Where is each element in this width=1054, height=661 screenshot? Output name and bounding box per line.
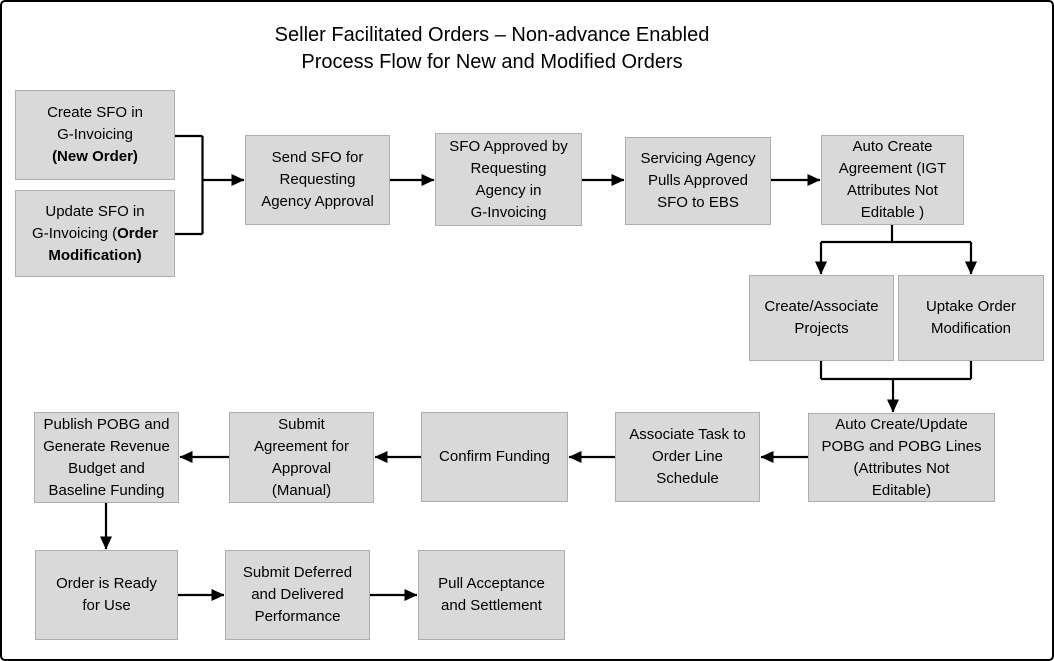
diagram-title-line1: Seller Facilitated Orders – Non-advance … xyxy=(274,24,710,46)
flow-step-order-ready-for-use: Order is Ready for Use xyxy=(35,550,178,640)
flow-step-submit-agreement-approval: Submit Agreement for Approval (Manual) xyxy=(229,412,374,503)
flow-step-label: Update SFO in G-Invoicing (Order Modific… xyxy=(32,202,158,264)
flow-step-label: Submit Deferred and Delivered Performanc… xyxy=(242,564,353,625)
flow-step-label: SFO Approved by Requesting Agency in G-I… xyxy=(449,137,568,221)
flow-step-uptake-order-modification: Uptake Order Modification xyxy=(898,275,1044,361)
flow-step-label: Auto Create/Update POBG and POBG Lines (… xyxy=(821,415,982,499)
flow-step-create-sfo-new-order: Create SFO in G-Invoicing (New Order) xyxy=(15,90,175,180)
flow-step-create-associate-projects: Create/Associate Projects xyxy=(749,275,894,361)
flow-step-publish-pobg-generate-budget: Publish POBG and Generate Revenue Budget… xyxy=(34,412,179,503)
flow-step-label: Pull Acceptance and Settlement xyxy=(438,575,545,614)
flow-step-confirm-funding: Confirm Funding xyxy=(421,412,568,502)
flow-step-auto-create-agreement: Auto Create Agreement (IGT Attributes No… xyxy=(821,135,964,225)
flow-step-label: Create/Associate Projects xyxy=(764,298,879,337)
flow-step-servicing-agency-pulls-sfo: Servicing Agency Pulls Approved SFO to E… xyxy=(625,137,771,225)
flow-step-submit-deferred-delivered: Submit Deferred and Delivered Performanc… xyxy=(225,550,370,640)
flow-step-auto-create-update-pobg: Auto Create/Update POBG and POBG Lines (… xyxy=(808,413,995,502)
flow-step-pull-acceptance-settlement: Pull Acceptance and Settlement xyxy=(418,550,565,640)
diagram-title: Seller Facilitated Orders – Non-advance … xyxy=(2,22,982,76)
flow-step-label: Create SFO in G-Invoicing (New Order) xyxy=(47,104,143,165)
connector-merge-create-update xyxy=(173,134,204,236)
flow-step-label: Submit Agreement for Approval (Manual) xyxy=(253,415,350,499)
flow-step-associate-task-order-line: Associate Task to Order Line Schedule xyxy=(615,412,760,502)
flow-step-label: Auto Create Agreement (IGT Attributes No… xyxy=(838,138,947,221)
flow-step-send-sfo-for-approval: Send SFO for Requesting Agency Approval xyxy=(245,135,390,225)
flow-step-label: Confirm Funding xyxy=(439,448,550,465)
flow-step-label: Servicing Agency Pulls Approved SFO to E… xyxy=(640,150,756,211)
connector-agreement-branch xyxy=(821,225,971,244)
flow-step-sfo-approved-by-agency: SFO Approved by Requesting Agency in G-I… xyxy=(435,133,582,226)
connector-projects-uptake-merge xyxy=(819,361,973,381)
flow-step-label: Publish POBG and Generate Revenue Budget… xyxy=(43,415,170,499)
flow-step-label: Uptake Order Modification xyxy=(925,298,1017,337)
flow-step-label: Associate Task to Order Line Schedule xyxy=(629,426,746,487)
flow-step-label: Send SFO for Requesting Agency Approval xyxy=(261,149,374,210)
flow-step-label: Order is Ready for Use xyxy=(56,575,157,614)
flow-step-update-sfo-order-modification: Update SFO in G-Invoicing (Order Modific… xyxy=(15,190,175,277)
diagram-title-line2: Process Flow for New and Modified Orders xyxy=(301,51,683,73)
